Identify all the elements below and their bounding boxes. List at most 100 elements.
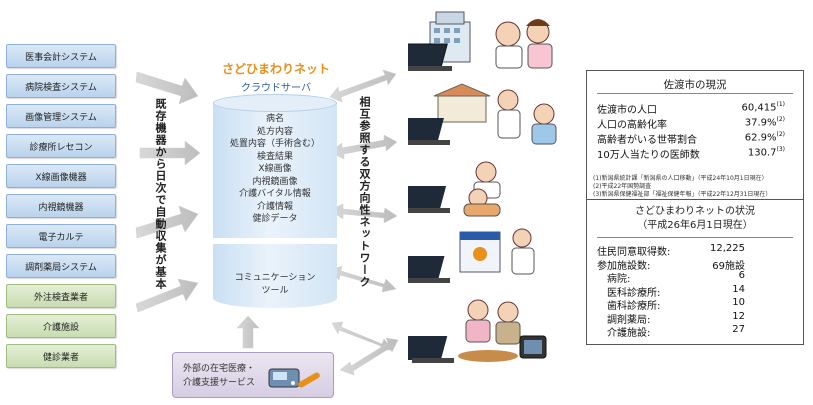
server-cylinder-top bbox=[213, 94, 337, 112]
status-row: 10万人当たりの医師数 130.7(3) bbox=[597, 146, 793, 161]
status-value-text: 37.9% bbox=[744, 117, 777, 129]
arrow-up-home bbox=[236, 315, 260, 349]
home-care-line-2: 介護支援サービス bbox=[183, 378, 256, 388]
biarrow-4 bbox=[329, 265, 397, 293]
dental-clinic-scene bbox=[408, 161, 501, 217]
tool-line-1: コミュニケーション bbox=[234, 273, 316, 283]
biarrow-3 bbox=[329, 203, 398, 224]
server-subtitle: クラウドサーバ bbox=[241, 83, 311, 94]
status-ref: (3) bbox=[776, 146, 786, 153]
server-data-item: 健診データ bbox=[252, 214, 298, 224]
network-status-row: 医科診療所: 14 bbox=[607, 284, 793, 299]
status-row-value: 130.7(3) bbox=[748, 146, 785, 158]
source-box: 健診業者 bbox=[6, 344, 116, 368]
network-status-header: さどひまわりネットの状況 （平成26年6月1日現在） bbox=[587, 205, 803, 233]
server-cylinder bbox=[213, 102, 337, 238]
status-title: 佐渡市の現況 bbox=[663, 79, 727, 91]
network-row-label: 歯科診療所: bbox=[607, 301, 661, 312]
network-row-value: 6 bbox=[738, 270, 745, 281]
pharmacy-scene bbox=[408, 228, 535, 283]
status-ref: (1) bbox=[776, 101, 786, 108]
status-row: 佐渡市の人口 60,415(1) bbox=[597, 101, 793, 116]
tool-cylinder bbox=[213, 244, 337, 308]
home-care-box: 外部の在宅医療・ 介護支援サービス bbox=[172, 352, 334, 398]
server-data-item: 検査結果 bbox=[256, 151, 293, 162]
status-value-text: 62.9% bbox=[744, 132, 777, 144]
server-title: さどひまわりネット bbox=[221, 62, 330, 76]
server-data-item: X線画像 bbox=[258, 164, 292, 174]
status-note: (3)新潟県保健福祉部「福祉保健年報」（平成22年12月31日現在） bbox=[593, 191, 772, 198]
status-row-value: 60,415(1) bbox=[742, 101, 786, 113]
hospital-scene bbox=[408, 11, 553, 71]
server-data-item: 処方内容 bbox=[256, 126, 293, 137]
communication-tool: コミュニケーション ツール bbox=[213, 272, 337, 298]
network-status-row: 参加施設数: 69施設 bbox=[597, 257, 793, 272]
source-box: 病院検査システム bbox=[6, 74, 116, 98]
server-separator bbox=[213, 238, 337, 244]
facility-illustrations bbox=[408, 11, 557, 363]
status-row-label: 高齢者がいる世帯割合 bbox=[597, 135, 697, 146]
network-row-label: 参加施設数: bbox=[597, 260, 651, 272]
status-divider bbox=[597, 93, 793, 94]
right-caption: 相互参照する双方向性ネットワーク bbox=[358, 96, 371, 288]
biarrow-home bbox=[339, 337, 399, 376]
server-data-item: 病名 bbox=[265, 114, 284, 124]
status-value-text: 60,415 bbox=[741, 102, 777, 114]
status-row-value: 62.9%(2) bbox=[745, 131, 785, 143]
server-data-item: 内視鏡画像 bbox=[252, 176, 298, 187]
network-status-row: 介護施設: 27 bbox=[607, 324, 793, 339]
status-row: 人口の高齢化率 37.9%(2) bbox=[597, 116, 793, 131]
arrow-source-3 bbox=[135, 205, 199, 239]
status-row-label: 人口の高齢化率 bbox=[597, 120, 667, 131]
network-row-value: 69施設 bbox=[712, 260, 745, 272]
biarrow-1 bbox=[329, 69, 397, 103]
network-status-row: 調剤薬局: 12 bbox=[607, 311, 793, 326]
home-care-line-1: 外部の在宅医療・ bbox=[183, 364, 256, 374]
source-box: 画像管理システム bbox=[6, 104, 116, 128]
arrow-source-2 bbox=[139, 140, 201, 166]
network-row-label: 調剤薬局: bbox=[607, 314, 651, 326]
source-box: 外注検査業者 bbox=[6, 284, 116, 308]
status-ref: (2) bbox=[776, 131, 786, 138]
status-value-text: 130.7 bbox=[747, 147, 777, 159]
server-data-item: 介護情報 bbox=[256, 201, 293, 212]
server-data-list: 病名処方内容処置内容（手術含む） 検査結果 X線画像内視鏡画像介護バイタル情報介護情… bbox=[213, 113, 337, 226]
panel-divider bbox=[587, 199, 803, 200]
network-status-row: 住民同意取得数: 12,225 bbox=[597, 243, 793, 258]
medical-device-icon bbox=[268, 368, 320, 388]
network-row-label: 医科診療所: bbox=[607, 287, 661, 299]
biarrow-2 bbox=[329, 134, 398, 160]
source-box: 電子カルテ bbox=[6, 224, 116, 248]
network-row-value: 12,225 bbox=[710, 243, 745, 254]
server-data-item: 介護バイタル情報 bbox=[239, 189, 311, 199]
server-data-item: 処置内容（手術含む） bbox=[229, 139, 320, 149]
status-note: (1)新潟県統計課「新潟県の人口移動」（平成24年10月1日現在） bbox=[593, 175, 768, 182]
status-row-label: 10万人当たりの医師数 bbox=[597, 150, 700, 161]
network-status-subtitle: （平成26年6月1日現在） bbox=[637, 220, 753, 231]
clinic-scene bbox=[408, 83, 557, 145]
source-box: 調剤薬局システム bbox=[6, 254, 116, 278]
status-row-value: 37.9%(2) bbox=[745, 116, 785, 128]
network-status-row: 歯科診療所: 10 bbox=[607, 297, 793, 312]
status-row: 高齢者がいる世帯割合 62.9%(2) bbox=[597, 131, 793, 146]
network-divider bbox=[597, 237, 793, 238]
network-row-value: 12 bbox=[732, 310, 745, 322]
network-row-label: 介護施設: bbox=[607, 328, 651, 339]
nursing-care-scene bbox=[408, 299, 547, 363]
network-row-value: 10 bbox=[732, 297, 745, 308]
network-row-value: 14 bbox=[732, 283, 745, 295]
status-note: (2)平成22年国勢調査 bbox=[593, 183, 652, 190]
arrow-source-4 bbox=[135, 278, 199, 313]
network-row-value: 27 bbox=[732, 324, 745, 335]
arrow-source-1 bbox=[135, 71, 199, 105]
server-header: さどひまわりネット クラウドサーバ bbox=[206, 60, 346, 94]
source-box: 内視鏡機器 bbox=[6, 194, 116, 218]
status-ref: (2) bbox=[776, 116, 786, 123]
status-row-label: 佐渡市の人口 bbox=[597, 105, 657, 116]
source-box: 介護施設 bbox=[6, 314, 116, 338]
source-box: X線画像機器 bbox=[6, 164, 116, 188]
left-caption: 既存機器から日次で自動収集が基本 bbox=[154, 98, 167, 290]
network-row-label: 住民同意取得数: bbox=[597, 247, 671, 258]
